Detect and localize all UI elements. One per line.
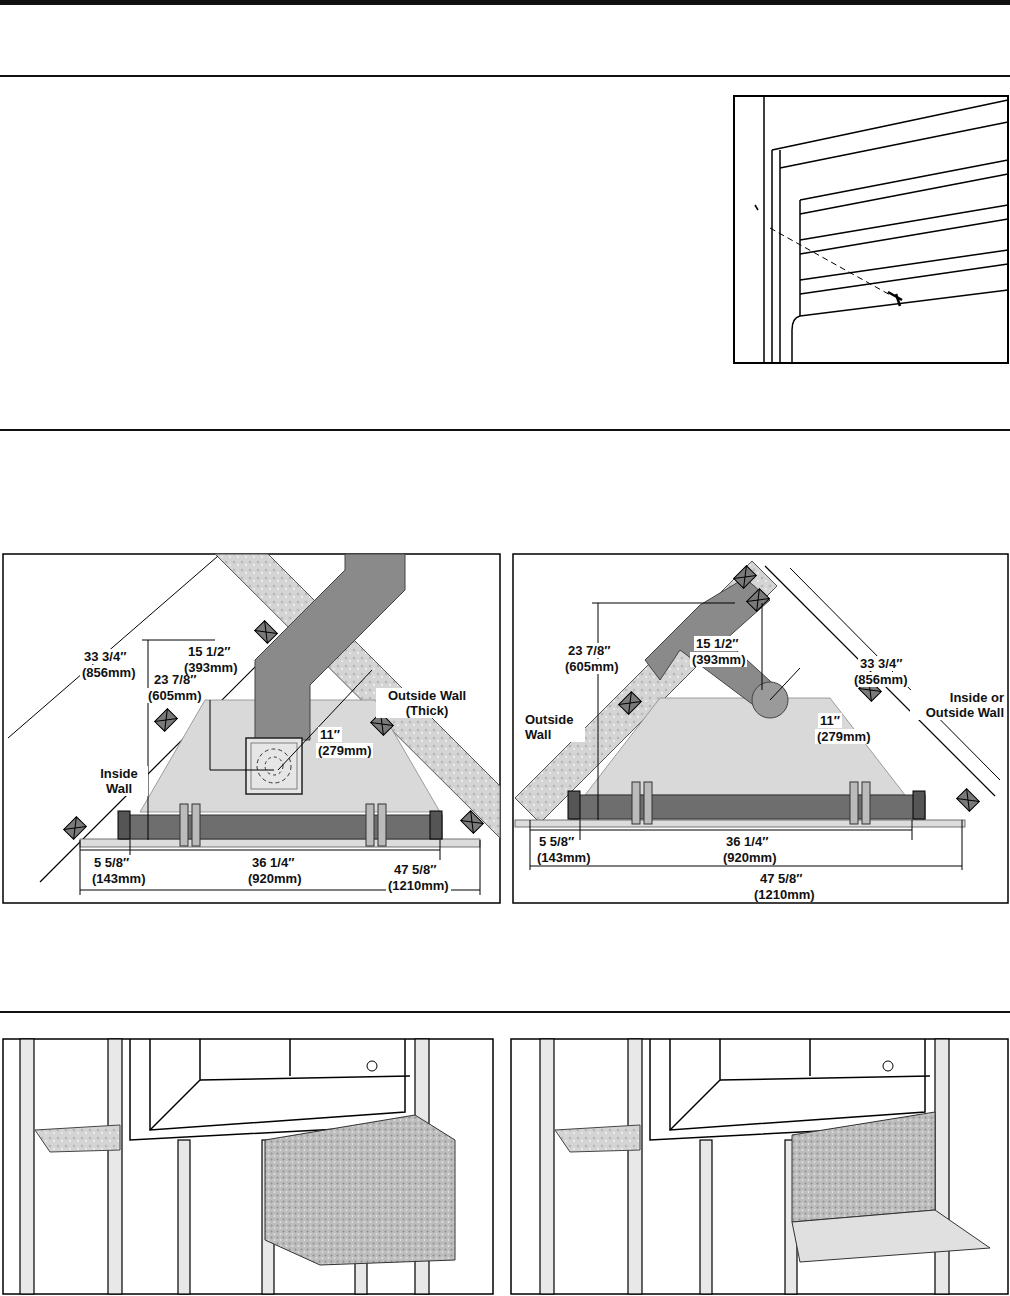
dimension-label: 36 1/4″: [250, 855, 296, 870]
dimension-label: 23 7/8″: [566, 643, 612, 658]
dimension-label: (605mm): [146, 688, 203, 703]
dimension-label: 47 5/8″: [392, 862, 438, 877]
dimension-label: (920mm): [721, 850, 778, 865]
dimension-label: (279mm): [316, 743, 373, 758]
dimension-label: (856mm): [80, 665, 137, 680]
dimension-label: (605mm): [563, 659, 620, 674]
dimension-label: 33 3/4″: [82, 649, 128, 664]
wall-label: Outside Wall (Thick): [376, 688, 478, 718]
dimension-label: 33 3/4″: [858, 656, 904, 671]
dimension-label: (279mm): [815, 729, 872, 744]
dimension-label: 47 5/8″: [758, 871, 804, 886]
dimension-label: (393mm): [182, 660, 239, 675]
dimension-label: 15 1/2″: [694, 636, 740, 651]
dimension-label: (1210mm): [386, 878, 451, 893]
dimension-label: 11″: [818, 713, 842, 728]
dimension-label: (920mm): [246, 871, 303, 886]
wall-label: Inside or Outside Wall: [910, 690, 1006, 720]
dimension-label: 5 5/8″: [537, 834, 576, 849]
dimension-label: (143mm): [535, 850, 592, 865]
dimension-label: (1210mm): [752, 887, 817, 902]
dimension-label: (393mm): [690, 652, 747, 667]
dimension-label: (143mm): [90, 871, 147, 886]
dimension-label: 11″: [318, 727, 342, 742]
dimension-label: (856mm): [852, 672, 909, 687]
wall-label: Outside Wall: [523, 712, 585, 742]
dimension-label: 36 1/4″: [724, 834, 770, 849]
wall-label: Inside Wall: [90, 766, 148, 796]
dimension-label: 15 1/2″: [186, 644, 232, 659]
dimension-label: 5 5/8″: [92, 855, 131, 870]
